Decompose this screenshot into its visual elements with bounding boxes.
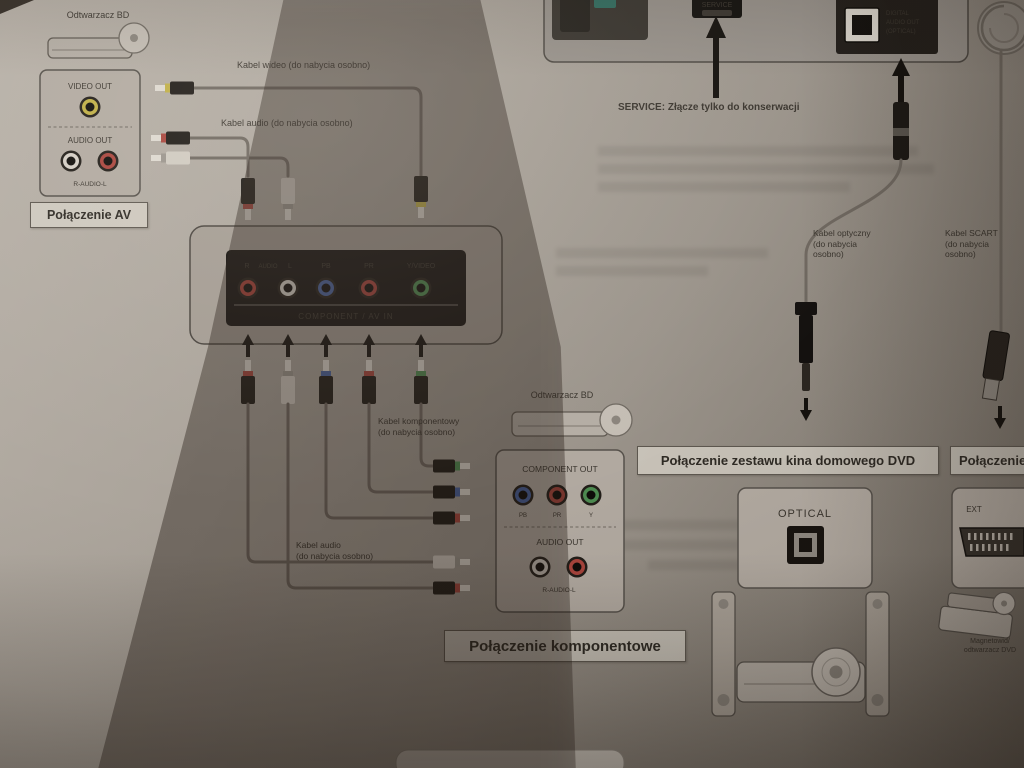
svg-text:AUDIO: AUDIO [258,264,277,270]
svg-text:AUDIO OUT: AUDIO OUT [886,20,920,26]
vcr-dvd-label: Magnetowid/ odtwarzacz DVD [963,638,1017,654]
svg-text:R: R [244,263,249,270]
svg-text:Y: Y [589,513,593,519]
optical-cable [795,58,910,421]
svg-text:EXT: EXT [966,505,982,514]
bd-player-label-component: Odtwarzacz BD [530,390,594,400]
svg-text:AUDIO OUT: AUDIO OUT [68,136,113,145]
component-connection-title: Połączenie komponentowe [444,630,686,662]
svg-text:L: L [288,263,292,270]
av-connection-title: Połączenie AV [30,202,148,228]
video-cable-drawing [155,81,428,249]
svg-text:PR: PR [364,263,374,270]
scart-pins [968,533,1013,551]
bd-player-icon-component [511,403,633,437]
svg-text:SERVICE: SERVICE [702,2,733,9]
svg-text:(OPTICAL): (OPTICAL) [886,29,916,35]
home-theater-icon [711,591,890,717]
component-cable-label: Kabel komponentowy (do nabycia osobno) [378,416,460,437]
scart-cable-label: Kabel SCART (do nabycia osobno) [945,228,998,260]
svg-text:AUDIO OUT: AUDIO OUT [536,537,583,547]
audio-cable-av-drawing [151,131,295,249]
digital-audio-out-port: DIGITAL AUDIO OUT (OPTICAL) [836,0,938,54]
bd-player-label-av: Odtwarzacz BD [66,10,130,20]
ext-port-box: EXT [951,487,1024,589]
component-av-in-panel: R AUDIO L PB PR Y/VIDEO COMPONENT / AV I… [189,225,503,345]
scart-cable-drawing [981,50,1010,429]
audio-cable-label-component: Kabel audio (do nabycia osobno) [296,540,374,561]
av-source-box: VIDEO OUT AUDIO OUT R-AUDIO-L [39,69,141,197]
svg-text:R-AUDIO-L: R-AUDIO-L [73,181,107,188]
service-note: SERVICE: Złącze tylko do konserwacji [618,102,800,113]
svg-text:PB: PB [519,513,527,519]
component-source-box: COMPONENT OUT PB PR Y AUDIO OUT R-AUDIO-… [495,449,625,613]
component-cables-drawing [241,334,470,595]
service-arrow [706,16,726,98]
page-bleed-through [556,146,934,570]
svg-text:VIDEO OUT: VIDEO OUT [68,82,112,91]
vcr-dvd-icon [938,591,1016,639]
tv-rear-panel-photo: SERVICE DIGITAL AUDIO OUT (OPTICAL) [543,0,969,63]
video-cable-label: Kabel wideo (do nabycia osobno) [237,60,371,70]
service-port: SERVICE [692,0,742,18]
page-corner-graphic [977,1,1024,55]
svg-text:R-AUDIO-L: R-AUDIO-L [542,587,576,594]
photo-corner [0,0,34,14]
svg-text:OPTICAL: OPTICAL [778,508,832,520]
optical-cable-label: Kabel optyczny (do nabycia osobno) [813,228,871,260]
optical-port-box: OPTICAL [737,487,873,589]
next-section-box-partial [395,749,625,768]
scart-connection-title: Połączenie SC [950,446,1024,475]
svg-text:COMPONENT / AV IN: COMPONENT / AV IN [298,312,393,321]
svg-text:DIGITAL: DIGITAL [886,11,910,17]
svg-text:PB: PB [321,263,331,270]
svg-text:Y/VIDEO: Y/VIDEO [407,263,436,270]
audio-cable-label-av: Kabel audio (do nabycia osobno) [221,118,353,128]
dvd-home-theater-title: Połączenie zestawu kina domowego DVD [637,446,939,475]
svg-text:COMPONENT OUT: COMPONENT OUT [522,464,597,474]
bd-player-icon-av [47,22,150,59]
svg-text:PR: PR [553,513,562,519]
